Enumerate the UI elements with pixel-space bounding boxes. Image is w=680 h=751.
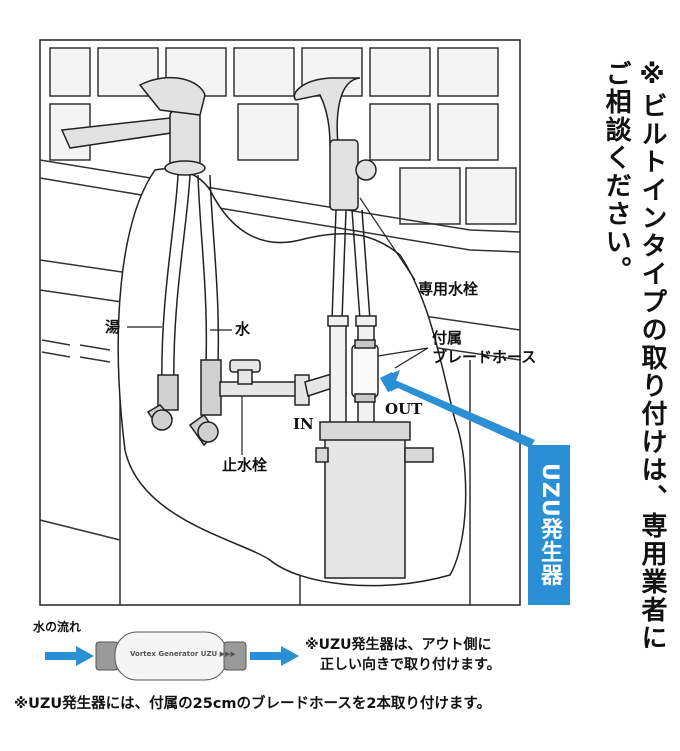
dedicated-faucet (293, 77, 377, 211)
flow-title: 水の流れ (33, 620, 82, 634)
label-braided-hose-2: ブレードホース (432, 348, 537, 366)
dedicated-faucet-pipes (331, 209, 371, 321)
flow-arrow-out (250, 646, 299, 666)
uzu-generator-badge: UZU発生器 (528, 445, 570, 605)
label-in: IN (293, 415, 314, 433)
flow-arrow-in (45, 646, 94, 666)
vertical-note-line2: ご相談ください。 (601, 60, 632, 284)
label-cold: 水 (235, 320, 251, 338)
stop-valve-hot (146, 374, 179, 432)
label-dedicated-faucet: 専用水栓 (418, 280, 479, 298)
pointer-arrow (380, 370, 535, 448)
faucet-pipes (161, 174, 220, 391)
vertical-note: ※ビルトインタイプの取り付けは、専用業者に ご相談ください。 (600, 60, 667, 652)
label-hot: 湯 (105, 318, 121, 336)
stop-valve-cold (188, 359, 222, 447)
mixer-faucet (60, 76, 206, 176)
device-print: Vortex Generator UZU ▶▶▶ (130, 650, 236, 658)
flow-note-line2: 正しい向きで取り付けます。 (320, 657, 501, 673)
purifier-unit (315, 421, 434, 579)
flow-note-line1: ※UZU発生器は、アウト側に (305, 637, 492, 653)
uzu-inline-device (351, 339, 379, 403)
label-stop-valve: 止水栓 (222, 456, 268, 474)
vertical-note-line1: ※ビルトインタイプの取り付けは、専用業者に (637, 60, 667, 652)
label-out: OUT (385, 400, 423, 418)
leader-lines (127, 197, 429, 455)
uzu-device-photo (95, 631, 247, 681)
footer-note: ※UZU発生器には、付属の25cmのブレードホースを2本取り付けます。 (14, 696, 491, 712)
label-braided-hose-1: 付属 (432, 329, 463, 347)
